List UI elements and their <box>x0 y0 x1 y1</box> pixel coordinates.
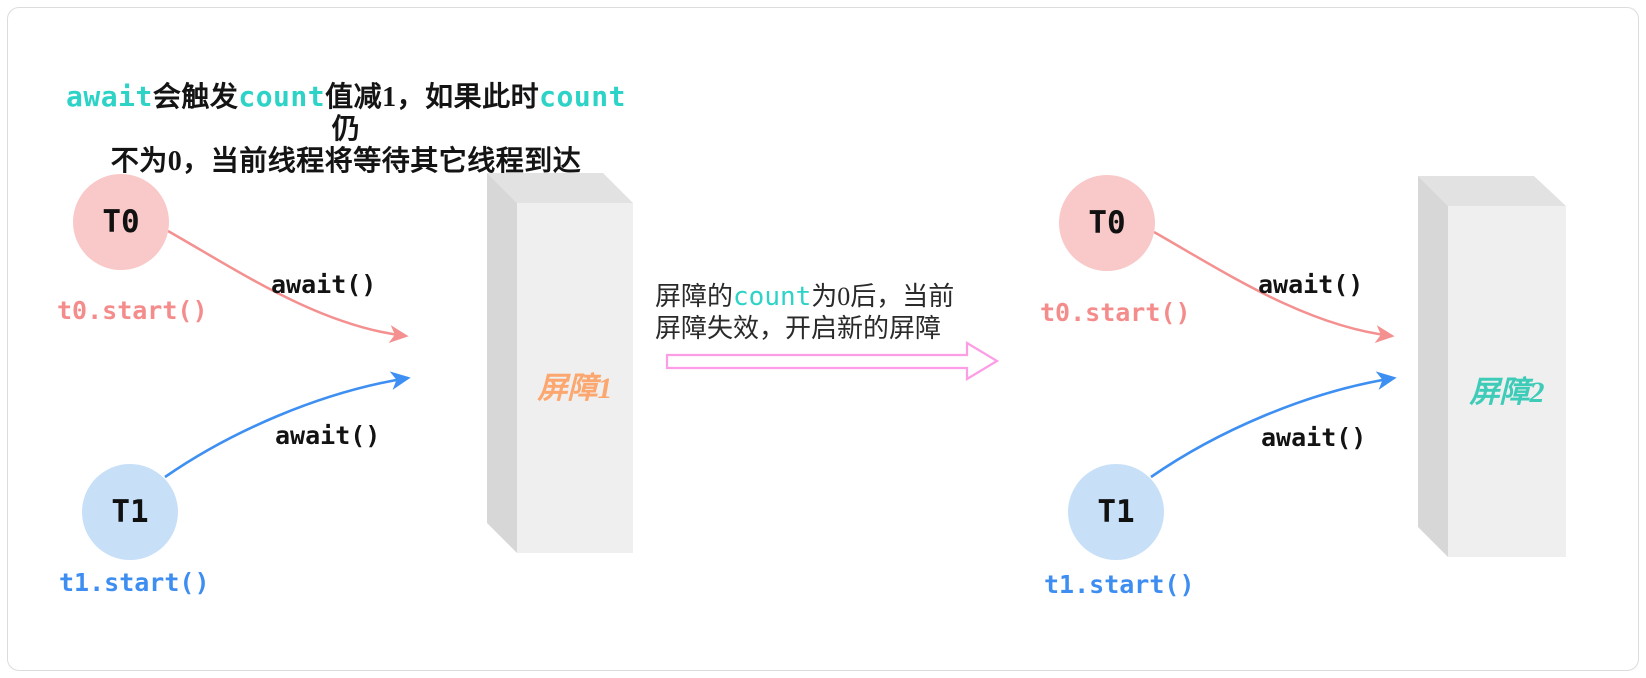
t1-start-label-left: t1.start() <box>59 568 210 597</box>
barrier2-side-face <box>1418 176 1448 557</box>
barrier2-front-face <box>1448 206 1566 557</box>
top-note-line2: 不为0，当前线程将等待其它线程到达 <box>110 146 582 177</box>
top-note-text2: 值减1，如果此时 <box>325 82 540 113</box>
transition-text1: 屏障的 <box>655 282 734 311</box>
thread-t0-circle-right: T0 <box>1059 175 1155 271</box>
t0-start-label-right: t0.start() <box>1040 298 1191 327</box>
barrier2-block <box>1418 176 1566 557</box>
top-note-text1: 会触发 <box>152 82 239 113</box>
t1-await-arrow-left <box>164 371 411 479</box>
thread-t1-label-left: T1 <box>111 494 149 530</box>
barrier1-top-face <box>487 173 633 203</box>
top-note: await会触发count值减1，如果此时count仍 不为0，当前线程将等待其… <box>60 81 632 178</box>
thread-t0-label-left: T0 <box>102 204 140 240</box>
top-note-code-await: await <box>66 80 153 113</box>
thread-t1-circle-right: T1 <box>1068 464 1164 560</box>
t1-await-label-right: await() <box>1261 423 1367 452</box>
thread-t0-circle-left: T0 <box>73 174 169 270</box>
t0-await-arrow-right <box>1153 230 1395 344</box>
barrier2-label: 屏障2 <box>1469 376 1545 409</box>
t0-await-label-right: await() <box>1258 270 1364 299</box>
top-note-text3: 仍 <box>331 114 361 145</box>
top-note-code-count1: count <box>238 80 326 113</box>
transition-line2: 屏障失效，开启新的屏障 <box>655 314 942 343</box>
t1-start-label-right: t1.start() <box>1044 570 1195 599</box>
card-frame <box>7 7 1639 671</box>
transition-arrow <box>665 341 1000 381</box>
transition-code-count: count <box>733 282 812 312</box>
thread-t1-label-right: T1 <box>1097 494 1135 530</box>
thread-t0-label-right: T0 <box>1088 205 1126 241</box>
transition-note: 屏障的count为0后，当前 屏障失效，开启新的屏障 <box>655 281 961 345</box>
barrier1-label: 屏障1 <box>537 372 613 405</box>
t1-await-label-left: await() <box>275 421 381 450</box>
barrier1-block <box>487 173 633 553</box>
barrier2-top-face <box>1418 176 1566 206</box>
t1-await-arrow-right <box>1150 371 1397 479</box>
thread-t1-circle-left: T1 <box>82 464 178 560</box>
barrier1-side-face <box>487 173 517 553</box>
t0-await-label-left: await() <box>271 270 377 299</box>
t0-await-arrow-left <box>167 229 409 344</box>
barrier1-front-face <box>517 203 633 553</box>
transition-text2: 为0后，当前 <box>811 282 955 311</box>
top-note-code-count2: count <box>539 80 626 113</box>
t0-start-label-left: t0.start() <box>57 296 208 325</box>
